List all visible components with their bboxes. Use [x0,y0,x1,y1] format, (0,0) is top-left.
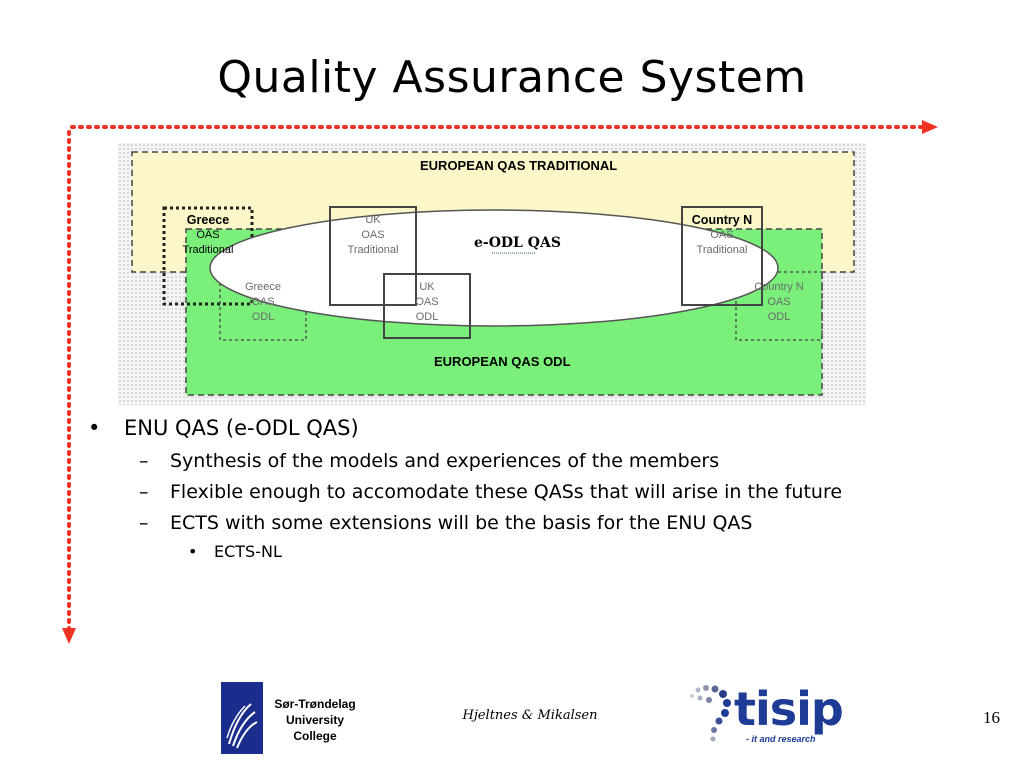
uk-traditional-label: UK OAS Traditional [347,214,399,256]
bullet-list: • ENU QAS (e-ODL QAS) – Synthesis of the… [84,413,964,564]
sub-bullet-3-text: ECTS with some extensions will be the ba… [170,512,753,534]
greece-odl-label: Greece OAS ODL [244,281,282,323]
bullet-main: • ENU QAS (e-ODL QAS) [84,413,964,443]
tisip-wordmark: tisip [734,682,844,736]
slide-title: Quality Assurance System [217,52,807,103]
uk-odl-label: UK OAS ODL [415,281,439,323]
greece-traditional-name: Greece [186,213,230,227]
sub-bullet-2: – Flexible enough to accomodate these QA… [84,478,964,506]
sub-bullet-1-text: Synthesis of the models and experiences … [170,450,720,472]
dash-marker: – [139,450,149,472]
page-number: 16 [983,708,1000,727]
bullet-marker: • [188,542,198,561]
footer-author: Hjeltnes & Mikalsen [462,708,598,723]
down-arrow-icon [62,628,76,644]
european-odl-label: EUROPEAN QAS ODL [434,354,571,369]
tisip-dots-icon [690,685,731,742]
college-logo: Sør-Trøndelag University College [221,682,364,754]
sub-sub-bullet-1-text: ECTS-NL [214,542,282,561]
qas-diagram: EUROPEAN QAS TRADITIONAL EUROPEAN QAS OD… [118,143,866,405]
college-emblem-icon [221,682,263,754]
college-name: Sør-Trøndelag University College [274,697,356,743]
tisip-logo: tisip - it and research [680,680,870,750]
dash-marker: – [139,512,149,534]
sub-bullet-2-text: Flexible enough to accomodate these QASs… [170,481,843,503]
right-arrow-icon [922,120,938,134]
sub-bullet-3: – ECTS with some extensions will be the … [84,509,964,537]
country-n-traditional-name: Country N [691,213,753,227]
bullet-marker: • [88,416,101,440]
dash-marker: – [139,481,149,503]
european-traditional-label: EUROPEAN QAS TRADITIONAL [420,158,618,173]
country-n-traditional-text: OAS Traditional [696,229,748,256]
sub-bullet-1: – Synthesis of the models and experience… [84,447,964,475]
greece-traditional-text: OAS Traditional [182,229,234,256]
eodl-label: e-ODL QAS [474,235,561,251]
bullet-main-text: ENU QAS (e-ODL QAS) [124,416,359,440]
country-n-odl-label: Country N OAS ODL [754,281,804,323]
sub-sub-bullet-1: • ECTS-NL [84,540,964,564]
tisip-tagline: - it and research [746,734,816,744]
